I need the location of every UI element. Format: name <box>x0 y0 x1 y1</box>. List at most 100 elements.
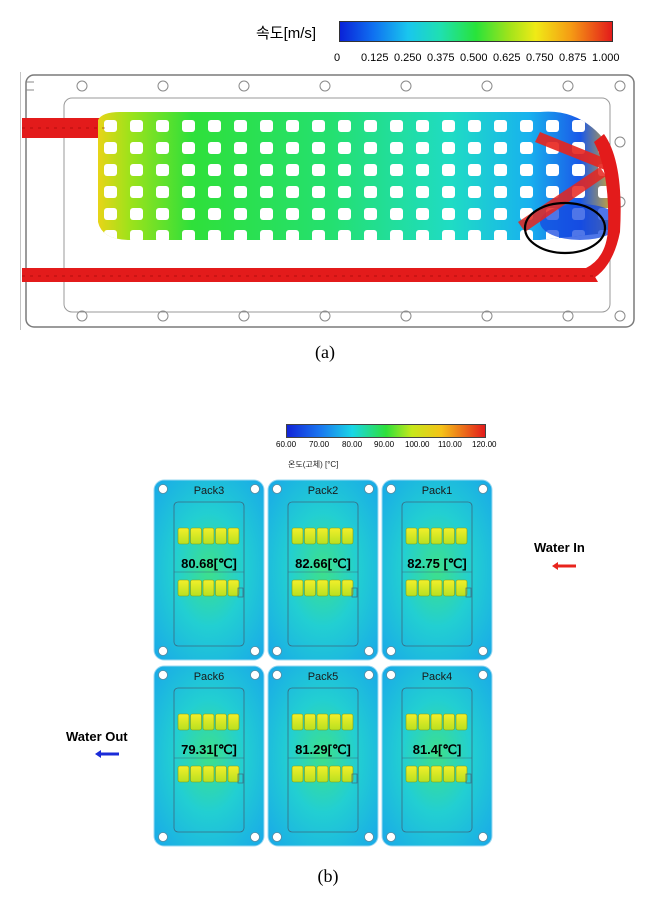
battery-cell <box>291 713 304 731</box>
water-out-arrow-icon <box>95 750 119 758</box>
battery-cell <box>443 527 455 545</box>
battery-cell <box>329 713 341 731</box>
bolt-hole-icon <box>158 646 168 656</box>
bolt-hole-icon <box>386 832 396 842</box>
battery-cell <box>202 765 215 783</box>
pack-temperature: 79.31[℃] <box>181 742 237 757</box>
bolt-hole-icon <box>364 484 374 494</box>
caption-b: (b) <box>317 866 339 886</box>
battery-cell <box>202 713 215 731</box>
velocity-tick: 0.500 <box>460 52 488 64</box>
battery-cell <box>291 765 304 783</box>
pack-panel: Pack3 80.68[℃] <box>153 479 265 661</box>
battery-cell <box>227 765 240 783</box>
water-out-label: Water Out <box>66 729 128 744</box>
battery-cell <box>405 579 418 597</box>
outlet-channel <box>22 268 598 282</box>
battery-cell <box>443 765 455 783</box>
battery-cell <box>430 765 443 783</box>
water-in-arrow-icon <box>552 562 576 570</box>
pack-name: Pack1 <box>422 485 453 497</box>
battery-cell <box>418 579 430 597</box>
battery-cell <box>443 713 455 731</box>
battery-cell <box>291 579 304 597</box>
bolt-hole-icon <box>364 646 374 656</box>
bolt-hole-icon <box>478 646 488 656</box>
battery-cell <box>227 527 240 545</box>
bolt-hole-icon <box>364 832 374 842</box>
battery-cell <box>418 713 430 731</box>
pack-temperature: 80.68[℃] <box>181 556 237 571</box>
battery-cell <box>215 579 227 597</box>
temperature-tick: 90.00 <box>374 440 395 449</box>
velocity-tick: 0.125 <box>361 52 389 64</box>
battery-cell <box>329 765 341 783</box>
battery-cell <box>215 713 227 731</box>
bolt-hole-icon <box>272 646 282 656</box>
bolt-hole-icon <box>478 670 488 680</box>
battery-cell <box>316 527 329 545</box>
battery-cell <box>443 579 455 597</box>
bolt-hole-icon <box>250 484 260 494</box>
battery-cell <box>405 527 418 545</box>
bolt-hole-icon <box>272 484 282 494</box>
battery-cell <box>341 713 354 731</box>
temperature-colorbar <box>286 424 486 438</box>
pack-temperature: 82.66[℃] <box>295 556 351 571</box>
battery-cell <box>329 527 341 545</box>
pack-name: Pack6 <box>194 671 225 683</box>
velocity-colorbar <box>339 21 613 42</box>
battery-cell <box>418 765 430 783</box>
bolt-hole-icon <box>272 832 282 842</box>
bolt-hole-icon <box>386 646 396 656</box>
temperature-tick: 80.00 <box>342 440 363 449</box>
battery-cell <box>177 527 190 545</box>
plate-bolt-holes <box>76 80 626 322</box>
battery-cell <box>291 527 304 545</box>
velocity-tick: 0.250 <box>394 52 422 64</box>
battery-cell <box>418 527 430 545</box>
pack-name: Pack5 <box>308 671 339 683</box>
battery-cell <box>430 579 443 597</box>
battery-cell <box>202 579 215 597</box>
pack-name: Pack3 <box>194 485 225 497</box>
figure-a: 속도[m/s] 0 0.125 0.250 0.375 0.500 0.625 … <box>0 0 650 370</box>
bolt-hole-icon <box>250 670 260 680</box>
bolt-hole-icon <box>158 670 168 680</box>
velocity-tick: 0.750 <box>526 52 554 64</box>
temperature-colorbar-ticks: 60.00 70.00 80.00 90.00 100.00 110.00 12… <box>268 440 508 452</box>
battery-cell <box>341 579 354 597</box>
temperature-tick: 60.00 <box>276 440 297 449</box>
bolt-hole-icon <box>250 832 260 842</box>
battery-cell <box>215 765 227 783</box>
velocity-tick: 0.875 <box>559 52 587 64</box>
battery-cell <box>215 527 227 545</box>
battery-cell <box>190 713 202 731</box>
battery-cell <box>177 713 190 731</box>
inlet-channel <box>22 118 110 138</box>
battery-cell <box>227 579 240 597</box>
bolt-hole-icon <box>364 670 374 680</box>
pack-panel: Pack1 82.75 [℃] <box>381 479 493 661</box>
battery-cell <box>455 527 468 545</box>
velocity-tick: 0.625 <box>493 52 521 64</box>
velocity-colorbar-label: 속도[m/s] <box>256 25 317 42</box>
low-velocity-highlight <box>523 201 607 255</box>
battery-cell <box>316 765 329 783</box>
caption-a: (a) <box>315 342 335 362</box>
pack-temperature: 82.75 [℃] <box>407 556 466 571</box>
temperature-tick: 70.00 <box>309 440 330 449</box>
battery-cell <box>304 527 316 545</box>
pack-temperature: 81.29[℃] <box>295 742 351 757</box>
battery-cell <box>316 713 329 731</box>
pack-temperature: 81.4[℃] <box>413 742 462 757</box>
battery-cell <box>304 579 316 597</box>
battery-cell <box>177 579 190 597</box>
battery-cell <box>304 713 316 731</box>
battery-cell <box>455 765 468 783</box>
battery-cell <box>341 527 354 545</box>
temperature-tick: 110.00 <box>438 440 462 449</box>
